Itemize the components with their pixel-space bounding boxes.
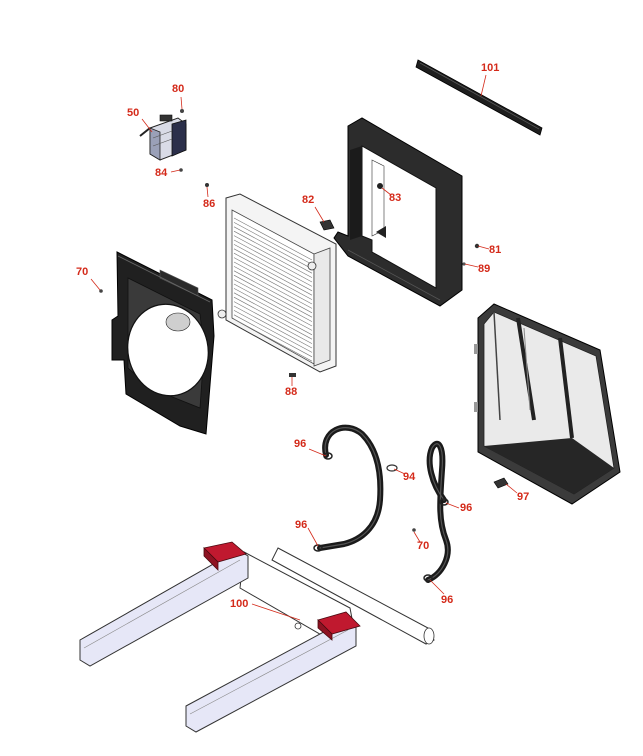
part-96-lower-hose[interactable] — [425, 440, 451, 583]
part-88-screw[interactable] — [289, 373, 296, 377]
part-101-seal-strip[interactable] — [415, 59, 543, 136]
callout-89[interactable]: 89 — [478, 263, 491, 275]
radiator-fin — [233, 283, 313, 327]
part-100-frame-assembly[interactable] — [79, 541, 435, 733]
callout-101[interactable]: 101 — [481, 62, 500, 74]
radiator-fin — [233, 239, 313, 283]
part-97-fastener[interactable] — [493, 477, 509, 489]
radiator-fin — [233, 310, 313, 353]
leader-lines — [90, 74, 518, 621]
callout-83[interactable]: 83 — [389, 192, 402, 204]
part-70-screw[interactable] — [99, 289, 103, 293]
callout-100[interactable]: 100 — [230, 598, 249, 610]
radiator-core[interactable] — [217, 193, 337, 373]
callout-96-upper[interactable]: 96 — [294, 438, 307, 450]
callout-82[interactable]: 82 — [302, 194, 315, 206]
radiator-fin — [233, 274, 313, 318]
radiator-fin — [233, 217, 313, 261]
callout-81[interactable]: 81 — [489, 244, 502, 256]
callout-94[interactable]: 94 — [403, 471, 416, 483]
part-94-clamp[interactable] — [386, 464, 398, 472]
radiator-guard[interactable] — [474, 303, 621, 505]
part-89-clip[interactable] — [462, 262, 466, 266]
callout-50[interactable]: 50 — [127, 107, 140, 119]
radiator-fin — [233, 314, 313, 358]
radiator-fin — [233, 318, 313, 362]
callout-70-lower[interactable]: 70 — [417, 540, 430, 552]
radiator-fin — [233, 279, 313, 322]
radiator-fin — [233, 301, 313, 344]
radiator-fin — [233, 230, 313, 274]
callout-86[interactable]: 86 — [203, 198, 216, 210]
part-86-clip[interactable] — [205, 183, 209, 187]
radiator-fin — [233, 270, 313, 314]
callout-70-upper[interactable]: 70 — [76, 266, 89, 278]
radiator-fin — [233, 296, 313, 340]
radiator-fin — [233, 305, 313, 349]
radiator-frame[interactable] — [333, 117, 463, 307]
radiator-fin — [233, 222, 313, 265]
radiator-fin — [233, 235, 313, 278]
radiator-fin — [233, 226, 313, 270]
part-84-clip[interactable] — [179, 168, 183, 172]
callout-80[interactable]: 80 — [172, 83, 185, 95]
part-96-upper-hose[interactable] — [317, 424, 384, 551]
radiator-fin — [233, 266, 313, 309]
radiator-fin — [233, 288, 313, 331]
radiator-fin — [233, 248, 313, 292]
radiator-fin — [233, 244, 313, 287]
radiator-fin — [233, 252, 313, 296]
part-82-bracket[interactable] — [319, 219, 335, 231]
part-83-nut[interactable] — [377, 183, 383, 189]
part-50-expansion-tank[interactable] — [139, 114, 187, 161]
callout-96-left[interactable]: 96 — [295, 519, 308, 531]
part-80-cap[interactable] — [180, 109, 184, 113]
part-81-clip[interactable] — [474, 243, 480, 249]
callout-88[interactable]: 88 — [285, 386, 298, 398]
hose-clamps[interactable] — [313, 452, 449, 582]
callout-84[interactable]: 84 — [155, 167, 168, 179]
callout-96-right[interactable]: 96 — [460, 502, 473, 514]
part-70-fan-shroud[interactable] — [111, 251, 217, 435]
part-70-screw-lower[interactable] — [412, 528, 416, 532]
callout-97[interactable]: 97 — [517, 491, 530, 503]
radiator-fin — [233, 292, 313, 336]
callout-96-bottom[interactable]: 96 — [441, 594, 454, 606]
radiator-fin — [233, 257, 313, 300]
radiator-fin — [233, 261, 313, 305]
